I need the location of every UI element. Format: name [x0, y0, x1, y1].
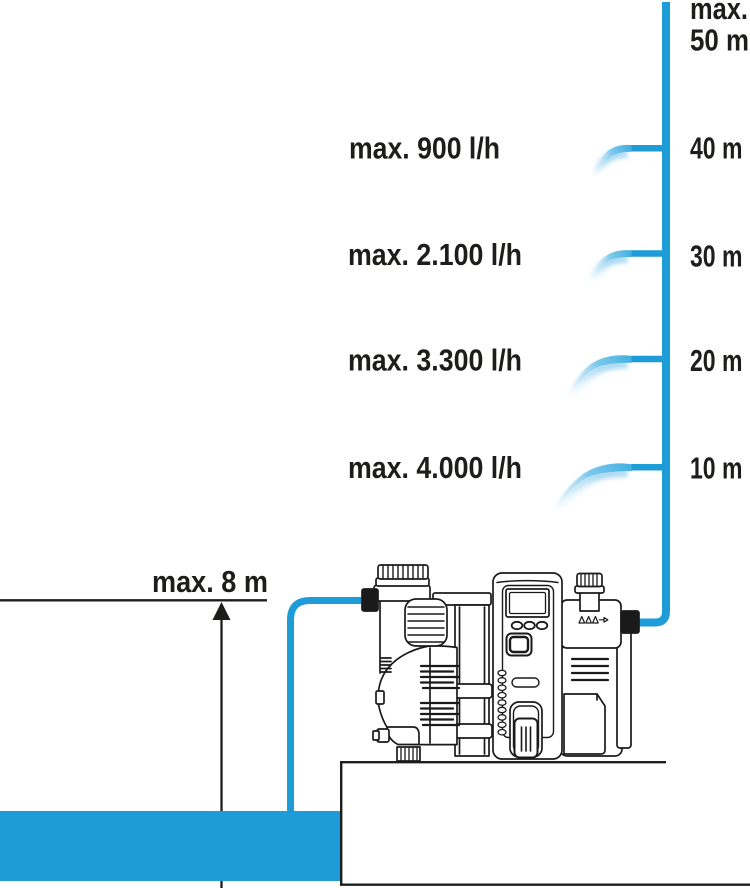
svg-text:max. 3.300 l/h: max. 3.300 l/h — [348, 345, 522, 378]
svg-text:max. 900 l/h: max. 900 l/h — [349, 133, 500, 166]
svg-text:max.: max. — [690, 0, 748, 26]
svg-text:max. 8 m: max. 8 m — [152, 566, 268, 599]
svg-text:30 m: 30 m — [690, 241, 743, 274]
svg-text:40 m: 40 m — [690, 132, 743, 165]
svg-text:max. 2.100 l/h: max. 2.100 l/h — [348, 239, 522, 272]
svg-text:10 m: 10 m — [690, 453, 743, 486]
svg-text:max. 4.000 l/h: max. 4.000 l/h — [348, 452, 522, 485]
svg-text:50 m: 50 m — [690, 25, 749, 58]
svg-text:20 m: 20 m — [690, 345, 743, 378]
